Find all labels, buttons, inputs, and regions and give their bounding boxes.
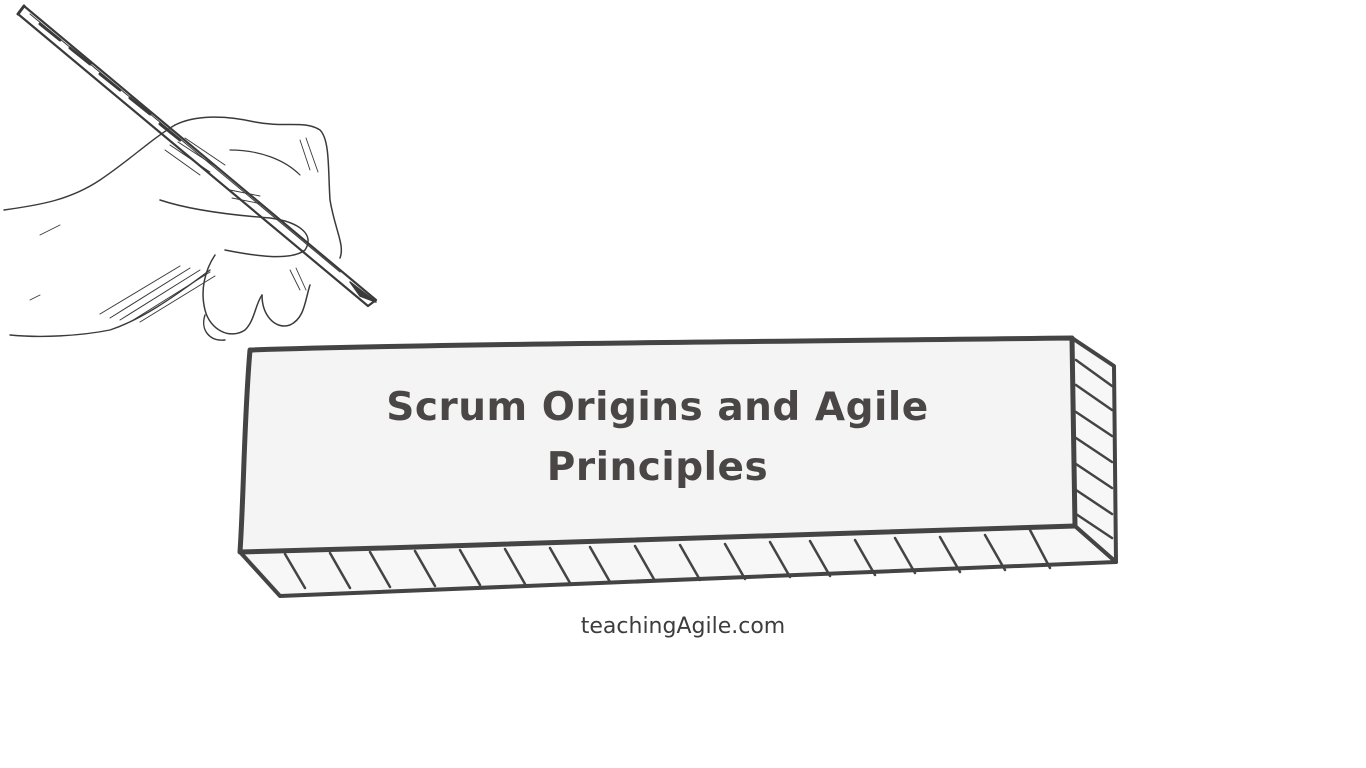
title-line-2: Principles — [546, 445, 769, 490]
title-line-1: Scrum Origins and Agile — [386, 385, 929, 430]
site-url: teachingAgile.com — [580, 614, 786, 639]
block-banner-illustration — [237, 335, 1118, 598]
hand-pencil-illustration — [3, 4, 378, 341]
page-title: Scrum Origins and Agile Principles — [300, 378, 1015, 498]
